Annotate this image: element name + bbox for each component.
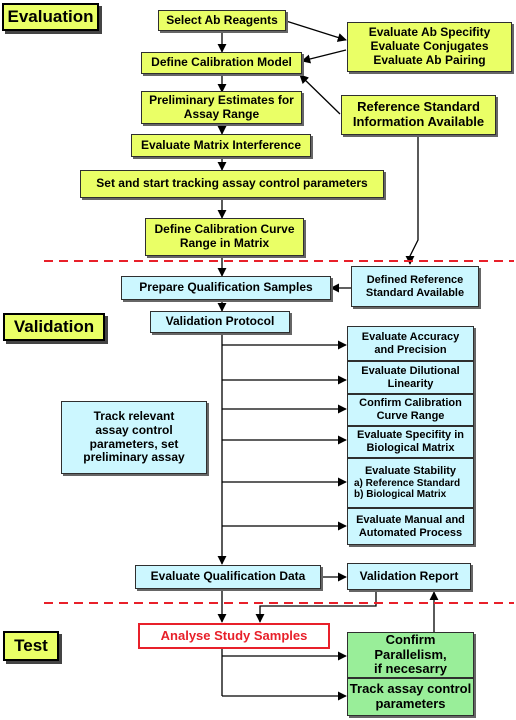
manual-automated-box: Evaluate Manual and Automated Process — [347, 508, 474, 545]
defined-reference-standard-box: Defined Reference Standard Available — [351, 266, 479, 307]
accuracy-precision-box: Evaluate Accuracy and Precision — [347, 326, 474, 361]
evaluate-ab-box: Evaluate Ab Specifity Evaluate Conjugate… — [347, 22, 512, 72]
select-ab-reagents-box: Select Ab Reagents — [158, 10, 286, 31]
evaluate-qualification-data-box: Evaluate Qualification Data — [135, 565, 321, 589]
define-calibration-curve-box: Define Calibration Curve Range in Matrix — [145, 218, 304, 256]
stage-test-label: Test — [3, 631, 59, 661]
evaluate-matrix-interference-box: Evaluate Matrix Interference — [131, 134, 311, 157]
stability-item-a: a) Reference Standard — [354, 477, 461, 489]
preliminary-estimates-box: Preliminary Estimates for Assay Range — [141, 91, 302, 124]
set-tracking-parameters-box: Set and start tracking assay control par… — [80, 170, 384, 198]
stage-evaluation-label: Evaluation — [2, 3, 99, 31]
stability-title: Evaluate Stability — [364, 465, 457, 478]
arrow-reference-info-to-defined — [405, 134, 419, 265]
prepare-qualification-samples-box: Prepare Qualification Samples — [121, 276, 331, 300]
track-assay-control-box: Track assay control parameters — [347, 678, 474, 716]
stage-validation-label: Validation — [3, 313, 105, 341]
reference-standard-info-box: Reference Standard Information Available — [341, 95, 496, 135]
specifity-biological-matrix-box: Evaluate Specifity in Biological Matrix — [347, 426, 474, 458]
evaluate-stability-box: Evaluate Stability a) Reference Standard… — [347, 458, 474, 508]
analyse-study-samples-box: Analyse Study Samples — [138, 623, 330, 649]
track-relevant-box: Track relevant assay control parameters,… — [61, 401, 207, 474]
validation-protocol-box: Validation Protocol — [150, 311, 290, 333]
arrow-evaluate-ab-to-define — [301, 49, 347, 64]
confirm-parallelism-box: Confirm Parallelism, if necesarry — [347, 632, 474, 678]
validation-report-box: Validation Report — [347, 563, 471, 590]
confirm-calibration-curve-box: Confirm Calibration Curve Range — [347, 394, 474, 426]
stability-item-b: b) Biological Matrix — [354, 489, 447, 501]
dilutional-linearity-box: Evaluate Dilutional Linearity — [347, 361, 474, 394]
arrow-select-to-evaluate-ab — [285, 20, 347, 42]
arrow-reference-info-to-define — [299, 74, 341, 115]
define-calibration-model-box: Define Calibration Model — [141, 52, 302, 74]
arrow-report-to-analyse — [255, 590, 377, 623]
